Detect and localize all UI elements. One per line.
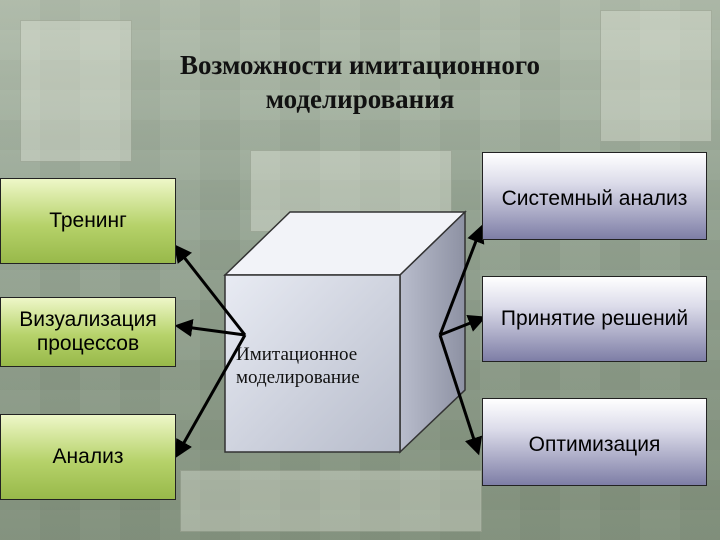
background-panel <box>180 470 482 532</box>
box-label: Тренинг <box>49 209 127 232</box>
box-label: Системный анализ <box>501 187 688 210</box>
box-label: Визуализация процессов <box>19 308 157 355</box>
box-visualization: Визуализация процессов <box>0 297 176 367</box>
cube-front <box>224 274 401 453</box>
page-title: Возможности имитационного моделирования <box>180 50 540 114</box>
box-label: Анализ <box>52 445 124 468</box>
background-panel <box>600 10 712 142</box>
center-label: Имитационное моделирование <box>236 344 360 388</box>
arrow-to-decision <box>439 314 487 337</box>
box-analiz: Анализ <box>0 414 176 500</box>
arrow-to-visualization <box>174 318 246 337</box>
box-optimization: Оптимизация <box>482 398 707 486</box>
box-label: Оптимизация <box>528 433 661 456</box>
box-decision-making: Принятие решений <box>482 276 707 362</box>
arrow-to-analiz <box>175 334 247 459</box>
background-panel <box>20 20 132 162</box>
arrow-to-trening <box>173 244 247 336</box>
arrow-to-optimization <box>438 334 483 456</box>
box-label: Принятие решений <box>500 307 689 330</box>
arrow-to-system-analysis <box>438 224 485 336</box>
box-system-analysis: Системный анализ <box>482 152 707 240</box>
box-trening: Тренинг <box>0 178 176 264</box>
